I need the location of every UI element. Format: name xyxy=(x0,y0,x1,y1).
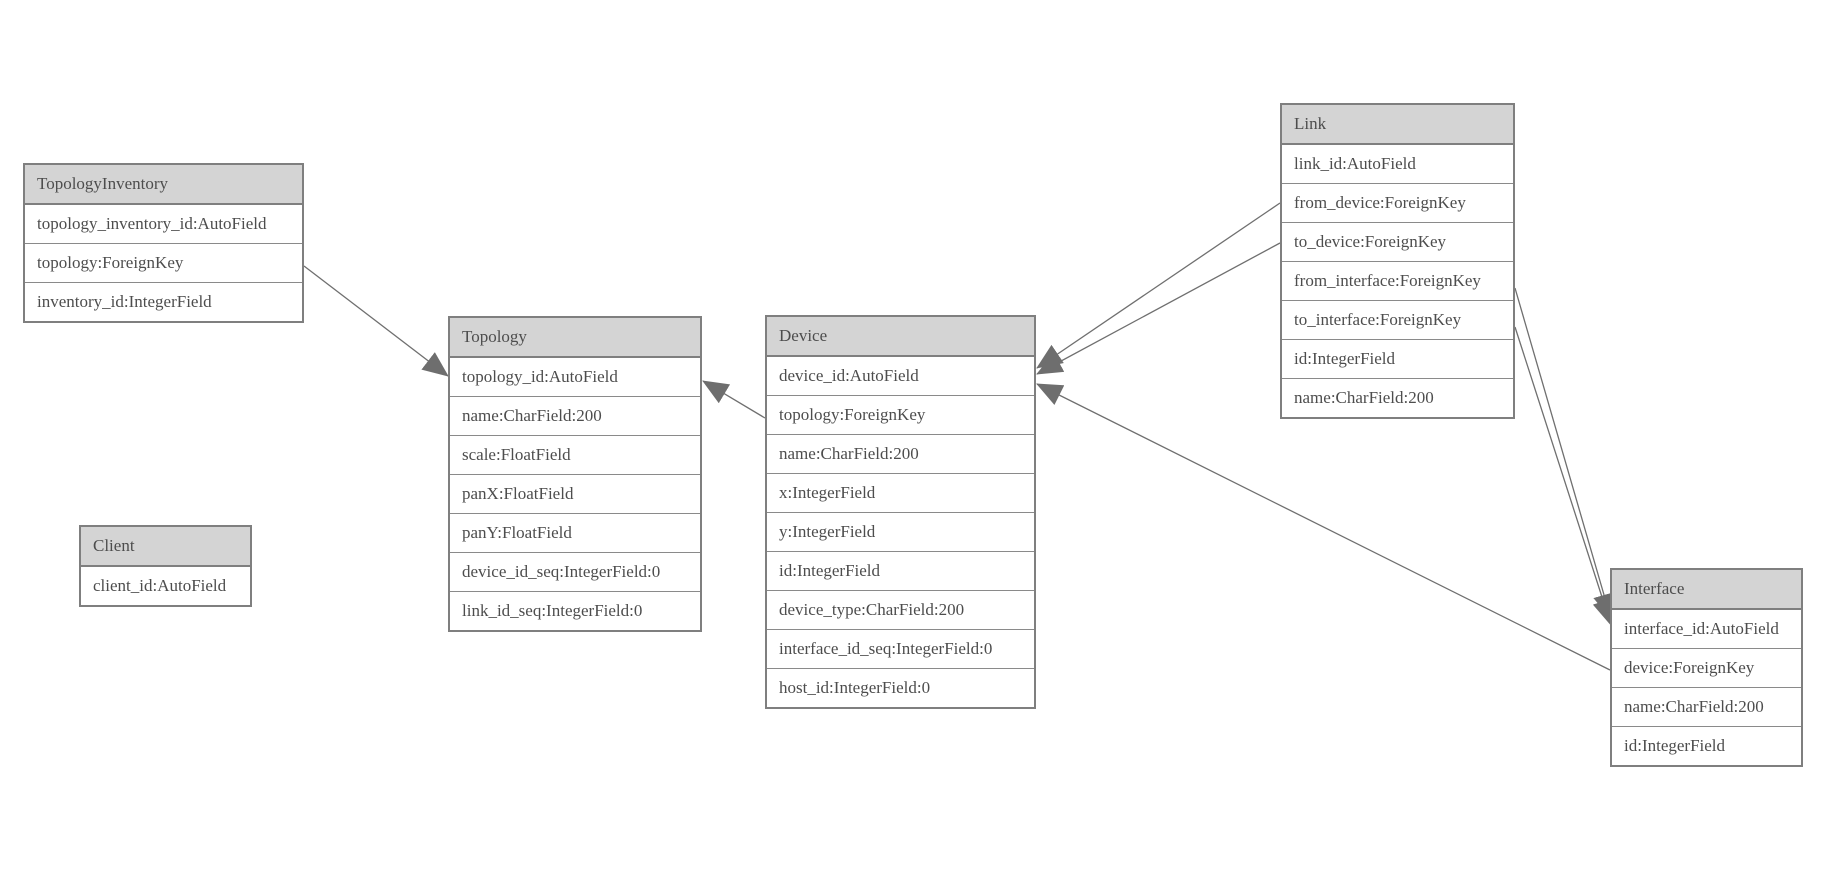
entity-field: from_interface:ForeignKey xyxy=(1282,261,1513,300)
entity-field: id:IntegerField xyxy=(1282,339,1513,378)
entity-topologyinventory: TopologyInventory topology_inventory_id:… xyxy=(23,163,304,323)
entity-field: name:CharField:200 xyxy=(1612,687,1801,726)
entity-field: name:CharField:200 xyxy=(767,434,1034,473)
entity-field: device:ForeignKey xyxy=(1612,648,1801,687)
entity-field: interface_id_seq:IntegerField:0 xyxy=(767,629,1034,668)
entity-field: scale:FloatField xyxy=(450,435,700,474)
entity-device-title: Device xyxy=(767,317,1034,357)
entity-field: to_interface:ForeignKey xyxy=(1282,300,1513,339)
entity-field: topology:ForeignKey xyxy=(767,395,1034,434)
entity-field: link_id:AutoField xyxy=(1282,145,1513,183)
relation-interface-device xyxy=(1036,383,1611,671)
entity-field: id:IntegerField xyxy=(1612,726,1801,765)
entity-field: from_device:ForeignKey xyxy=(1282,183,1513,222)
entity-field: topology_id:AutoField xyxy=(450,358,700,396)
entity-field: device_id:AutoField xyxy=(767,357,1034,395)
entity-field: interface_id:AutoField xyxy=(1612,610,1801,648)
entity-client-title: Client xyxy=(81,527,250,567)
relation-link-from_device-device xyxy=(1036,202,1281,369)
entity-field: to_device:ForeignKey xyxy=(1282,222,1513,261)
entity-field: device_type:CharField:200 xyxy=(767,590,1034,629)
entity-link-title: Link xyxy=(1282,105,1513,145)
entity-field: y:IntegerField xyxy=(767,512,1034,551)
entity-field: link_id_seq:IntegerField:0 xyxy=(450,591,700,630)
entity-field: host_id:IntegerField:0 xyxy=(767,668,1034,707)
entity-topologyinventory-title: TopologyInventory xyxy=(25,165,302,205)
entity-field: topology_inventory_id:AutoField xyxy=(25,205,302,243)
relation-topologyinventory-topology xyxy=(303,265,449,377)
entity-field: id:IntegerField xyxy=(767,551,1034,590)
relation-link-to_interface-interface xyxy=(1514,326,1614,626)
entity-interface-title: Interface xyxy=(1612,570,1801,610)
relation-link-to_device-device xyxy=(1036,242,1281,375)
entity-field: device_id_seq:IntegerField:0 xyxy=(450,552,700,591)
entity-field: name:CharField:200 xyxy=(1282,378,1513,417)
entity-field: x:IntegerField xyxy=(767,473,1034,512)
entity-field: topology:ForeignKey xyxy=(25,243,302,282)
relation-link-from_interface-interface xyxy=(1514,287,1615,620)
entity-field: inventory_id:IntegerField xyxy=(25,282,302,321)
entity-field: panX:FloatField xyxy=(450,474,700,513)
relation-device-topology xyxy=(702,380,766,419)
entity-client: Client client_id:AutoField xyxy=(79,525,252,607)
entity-field: name:CharField:200 xyxy=(450,396,700,435)
entity-topology-title: Topology xyxy=(450,318,700,358)
entity-field: client_id:AutoField xyxy=(81,567,250,605)
entity-field: panY:FloatField xyxy=(450,513,700,552)
